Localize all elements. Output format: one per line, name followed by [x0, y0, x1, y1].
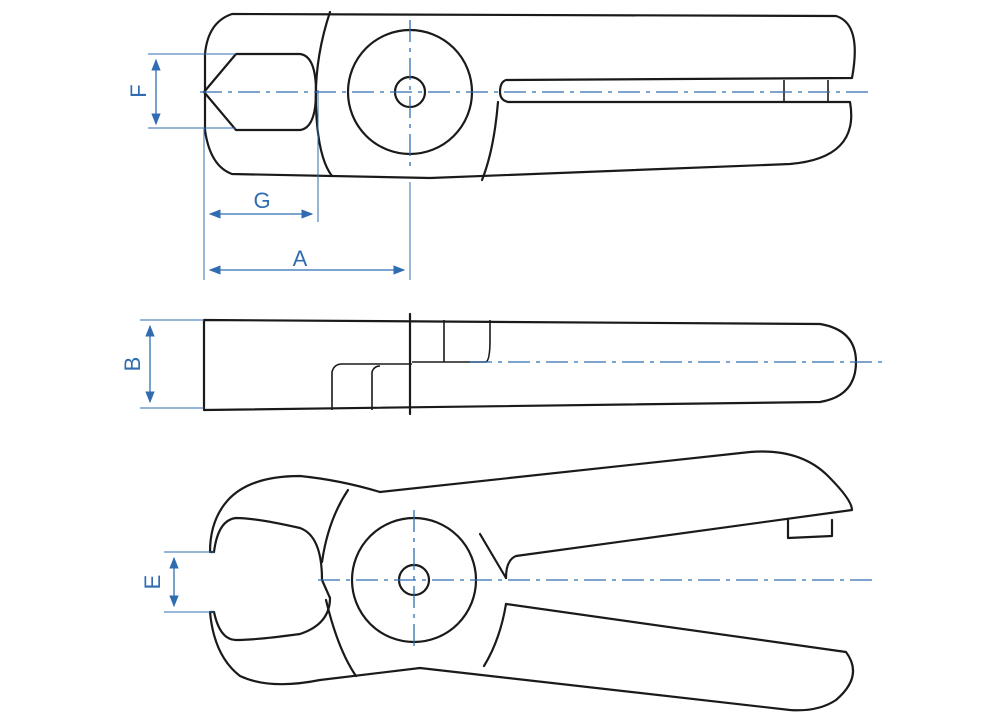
arm-transition-lower [482, 602, 508, 668]
side-outline [202, 318, 858, 412]
top-view-open [208, 450, 878, 712]
dimension-f-label: F [126, 84, 151, 97]
jaw-separator-lower [324, 598, 358, 678]
jaw-head [208, 474, 422, 686]
jaw-tip-profile [202, 52, 318, 132]
dimension-f: F [126, 53, 236, 129]
jaw-separator-upper [320, 488, 350, 564]
lower-arm [418, 602, 855, 712]
dimension-b: B [120, 319, 204, 409]
lower-step [331, 363, 412, 410]
body-outline-closed [203, 12, 856, 180]
arm-transition-upper [478, 532, 508, 580]
dimension-g-label: G [253, 188, 270, 213]
side-view [202, 312, 886, 416]
dimension-e: E [140, 551, 214, 613]
dimension-a-label: A [293, 246, 308, 271]
dimension-e-label: E [140, 575, 165, 590]
upper-arm [378, 450, 854, 580]
dimension-a: A [208, 182, 411, 280]
top-view-closed [200, 10, 870, 182]
dimension-b-label: B [120, 357, 145, 372]
upper-step [412, 320, 491, 363]
arm-transition [480, 100, 500, 182]
dimension-g: G [203, 90, 319, 280]
upper-arm-tab [786, 518, 834, 540]
